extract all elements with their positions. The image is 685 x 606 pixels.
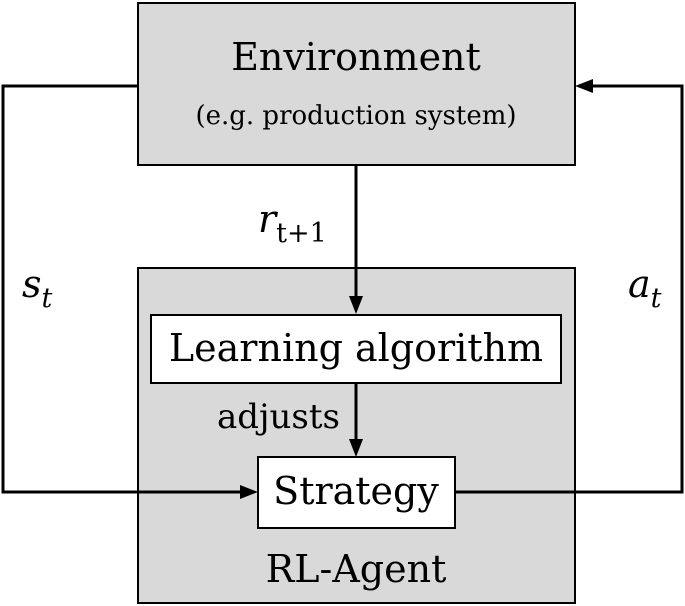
reward-arrowhead [349,296,363,314]
adjusts-label: adjusts [217,397,340,437]
reward-symbol: r [258,197,279,241]
environment-box [137,2,576,166]
state-edge: st [1,84,258,499]
state-line [1,84,243,494]
state-symbol: s [22,262,42,306]
reward-label: rt+1 [258,197,327,249]
reward-subscript: t+1 [276,218,327,249]
learning-algorithm-label: Learning algorithm [169,326,543,370]
state-arrowhead [240,485,258,499]
action-line [455,84,684,494]
action-symbol: a [628,262,651,306]
environment-node: Environment (e.g. production system) [137,2,576,166]
environment-title: Environment [231,35,481,79]
strategy-label: Strategy [273,469,439,513]
action-arrowhead [575,79,593,93]
reward-edge: rt+1 [258,165,363,314]
learning-algorithm-box [150,314,562,384]
action-label: at [628,262,662,314]
action-edge: at [455,79,684,494]
adjusts-arrowhead [349,439,363,457]
environment-subtitle: (e.g. production system) [195,101,516,131]
state-label: st [22,262,53,314]
action-subscript: t [651,283,662,314]
state-subscript: t [42,283,53,314]
agent-label: RL-Agent [266,547,447,591]
agent-node: RL-Agent Learning algorithm Strategy [137,267,576,604]
adjusts-edge: adjusts [217,383,363,457]
